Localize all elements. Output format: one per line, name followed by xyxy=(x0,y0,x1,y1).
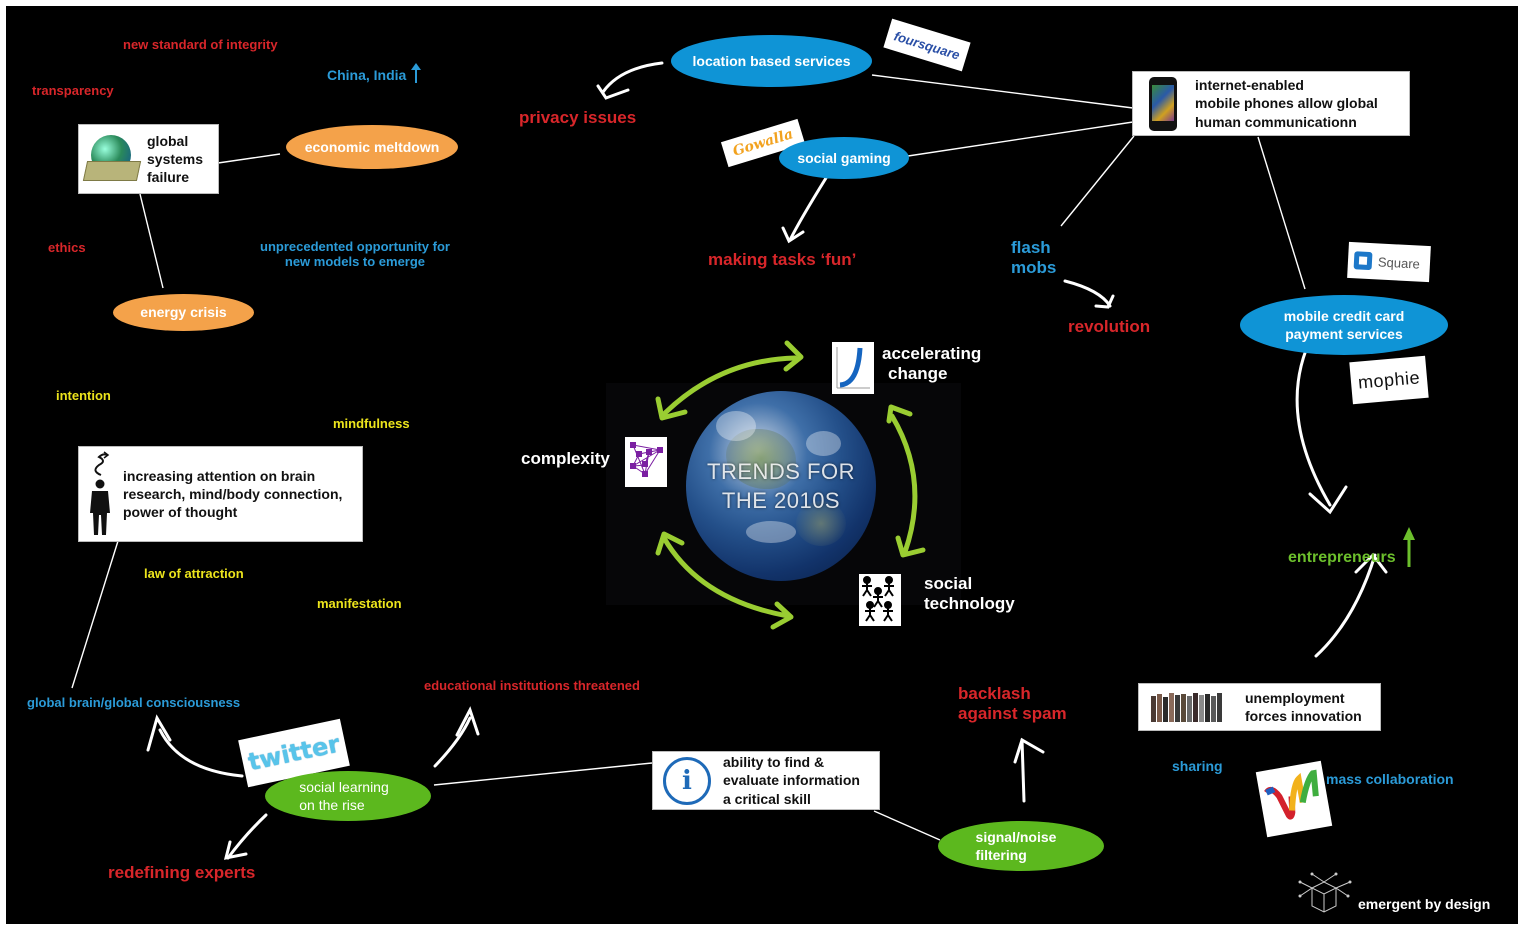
label-intention: intention xyxy=(56,388,111,403)
title-line-1: TRENDS FOR xyxy=(707,459,855,484)
google-wave-logo xyxy=(1255,760,1333,838)
arrow-unemployment-entrepreneurs xyxy=(1314,553,1377,658)
diagram-title: TRENDS FOR THE 2010S xyxy=(686,458,876,515)
line-phone-payment xyxy=(1257,136,1306,290)
arrow-location-privacy xyxy=(601,61,664,94)
label-mass-collaboration: mass collaboration xyxy=(1326,771,1454,787)
label-backlash-against-spam: backlash against spam xyxy=(958,684,1067,723)
arrow-location-privacy-head xyxy=(596,84,630,100)
cycle-arrow-complexity-change xyxy=(662,355,798,416)
arrow-learning-experts-head xyxy=(223,840,248,860)
label-redefining-experts: redefining experts xyxy=(108,863,256,882)
cycle-arrow-head-change-side xyxy=(886,404,913,424)
smartphone-icon xyxy=(1149,76,1177,131)
label-entrepreneurs: entrepreneurs xyxy=(1288,526,1416,568)
arrow-up-green-icon xyxy=(1403,527,1416,567)
thinking-person-icon xyxy=(87,451,117,537)
arrow-learning-globalbrain xyxy=(158,728,244,778)
box-unemployment-innovation: unemployment forces innovation xyxy=(1138,683,1381,731)
arrow-up-icon xyxy=(411,63,422,83)
line-gsf-energy xyxy=(139,193,164,289)
connector-lines xyxy=(71,61,1388,860)
cycle-arrows xyxy=(655,340,926,630)
arrow-learning-experts xyxy=(226,813,268,860)
bubble-energy-crisis: energy crisis xyxy=(113,294,254,331)
line-location-phone xyxy=(871,74,1134,109)
bubble-social-gaming: social gaming xyxy=(779,137,909,179)
cycle-arrow-change-social xyxy=(889,413,918,555)
brand-emergent-by-design: emergent by design xyxy=(1358,896,1491,912)
bubble-mobile-payment-services: mobile credit card payment services xyxy=(1240,295,1448,355)
bubble-signal-noise-filtering: signal/noise filtering xyxy=(938,821,1104,871)
trend-accelerating-change: accelerating change xyxy=(882,344,982,383)
cycle-arrow-head-social xyxy=(895,535,926,558)
title-line-2: THE 2010S xyxy=(721,487,841,513)
emergent-by-design-logo-icon xyxy=(1298,872,1352,913)
label-new-standard-integrity: new standard of integrity xyxy=(123,37,278,52)
cycle-arrow-head-complexity-top xyxy=(655,396,688,421)
info-icon: i xyxy=(663,756,711,805)
line-learning-info xyxy=(433,762,653,786)
trend-social-technology: social technology xyxy=(924,574,1015,613)
label-making-tasks-fun: making tasks ‘fun’ xyxy=(708,250,857,269)
cycle-arrow-complexity-social xyxy=(661,535,791,619)
box-internet-enabled-phones: internet-enabled mobile phones allow glo… xyxy=(1132,71,1410,136)
cycle-arrow-head-complexity-bottom xyxy=(655,531,685,556)
bubble-economic-meltdown: economic meltdown xyxy=(286,125,458,169)
label-unprecedented-opportunity: unprecedented opportunity for new models… xyxy=(260,239,450,269)
label-flash-mobs: flash mobs xyxy=(1011,238,1057,277)
label-transparency: transparency xyxy=(32,83,114,98)
line-gaming-phone xyxy=(907,121,1134,157)
arrow-learning-education xyxy=(433,716,472,768)
network-graph-icon xyxy=(625,437,667,487)
label-privacy-issues: privacy issues xyxy=(519,108,637,127)
mophie-logo: mophie xyxy=(1349,355,1429,405)
mind-map-canvas: TRENDS FOR THE 2010S accelerating change xyxy=(6,6,1518,924)
box-global-systems-failure: global systems failure xyxy=(78,124,219,194)
label-educational-institutions: educational institutions threatened xyxy=(424,678,640,693)
arrow-payment-entrepreneurs-head xyxy=(1308,485,1348,515)
label-mindfulness: mindfulness xyxy=(333,416,410,431)
label-china-india: China, India xyxy=(327,62,422,84)
arrow-payment-entrepreneurs xyxy=(1295,348,1332,507)
arrow-learning-education-head xyxy=(455,706,480,737)
arrow-unemployment-entrepreneurs-head xyxy=(1354,552,1388,574)
line-gsf-economic xyxy=(217,153,281,164)
arrow-learning-globalbrain-head xyxy=(146,714,172,752)
arrow-gaming-fun xyxy=(788,176,828,242)
business-people-icon xyxy=(1151,692,1229,722)
bubble-location-based-services: location based services xyxy=(671,35,872,87)
line-info-signal xyxy=(873,810,941,841)
box-information-skill: i ability to find & evaluate information… xyxy=(652,751,880,810)
box-brain-research: increasing attention on brain research, … xyxy=(78,446,363,542)
line-phone-flashmobs xyxy=(1060,135,1135,227)
label-manifestation: manifestation xyxy=(317,596,402,611)
cycle-arrow-head-change xyxy=(783,340,804,372)
cycle-arrow-head-social-bottom xyxy=(770,601,794,630)
people-group-icon xyxy=(859,574,901,626)
label-global-brain: global brain/global consciousness xyxy=(27,695,241,710)
globe-money-icon xyxy=(82,131,142,187)
trend-complexity: complexity xyxy=(521,449,610,468)
arrow-signal-backlash-head xyxy=(1013,737,1045,764)
arrow-signal-backlash xyxy=(1020,738,1026,803)
label-ethics: ethics xyxy=(48,240,86,255)
label-revolution: revolution xyxy=(1068,317,1151,336)
label-law-of-attraction: law of attraction xyxy=(144,566,244,581)
earth-globe-image xyxy=(686,391,876,581)
acceleration-curve-icon xyxy=(832,342,874,394)
bubble-social-learning: social learning on the rise xyxy=(265,771,431,821)
square-logo: Square xyxy=(1347,241,1431,283)
arrow-gaming-fun-head xyxy=(781,226,805,244)
label-sharing: sharing xyxy=(1172,758,1223,774)
line-brain-globalbrain xyxy=(71,540,119,689)
arrow-flashmobs-revolution-head xyxy=(1094,294,1115,309)
